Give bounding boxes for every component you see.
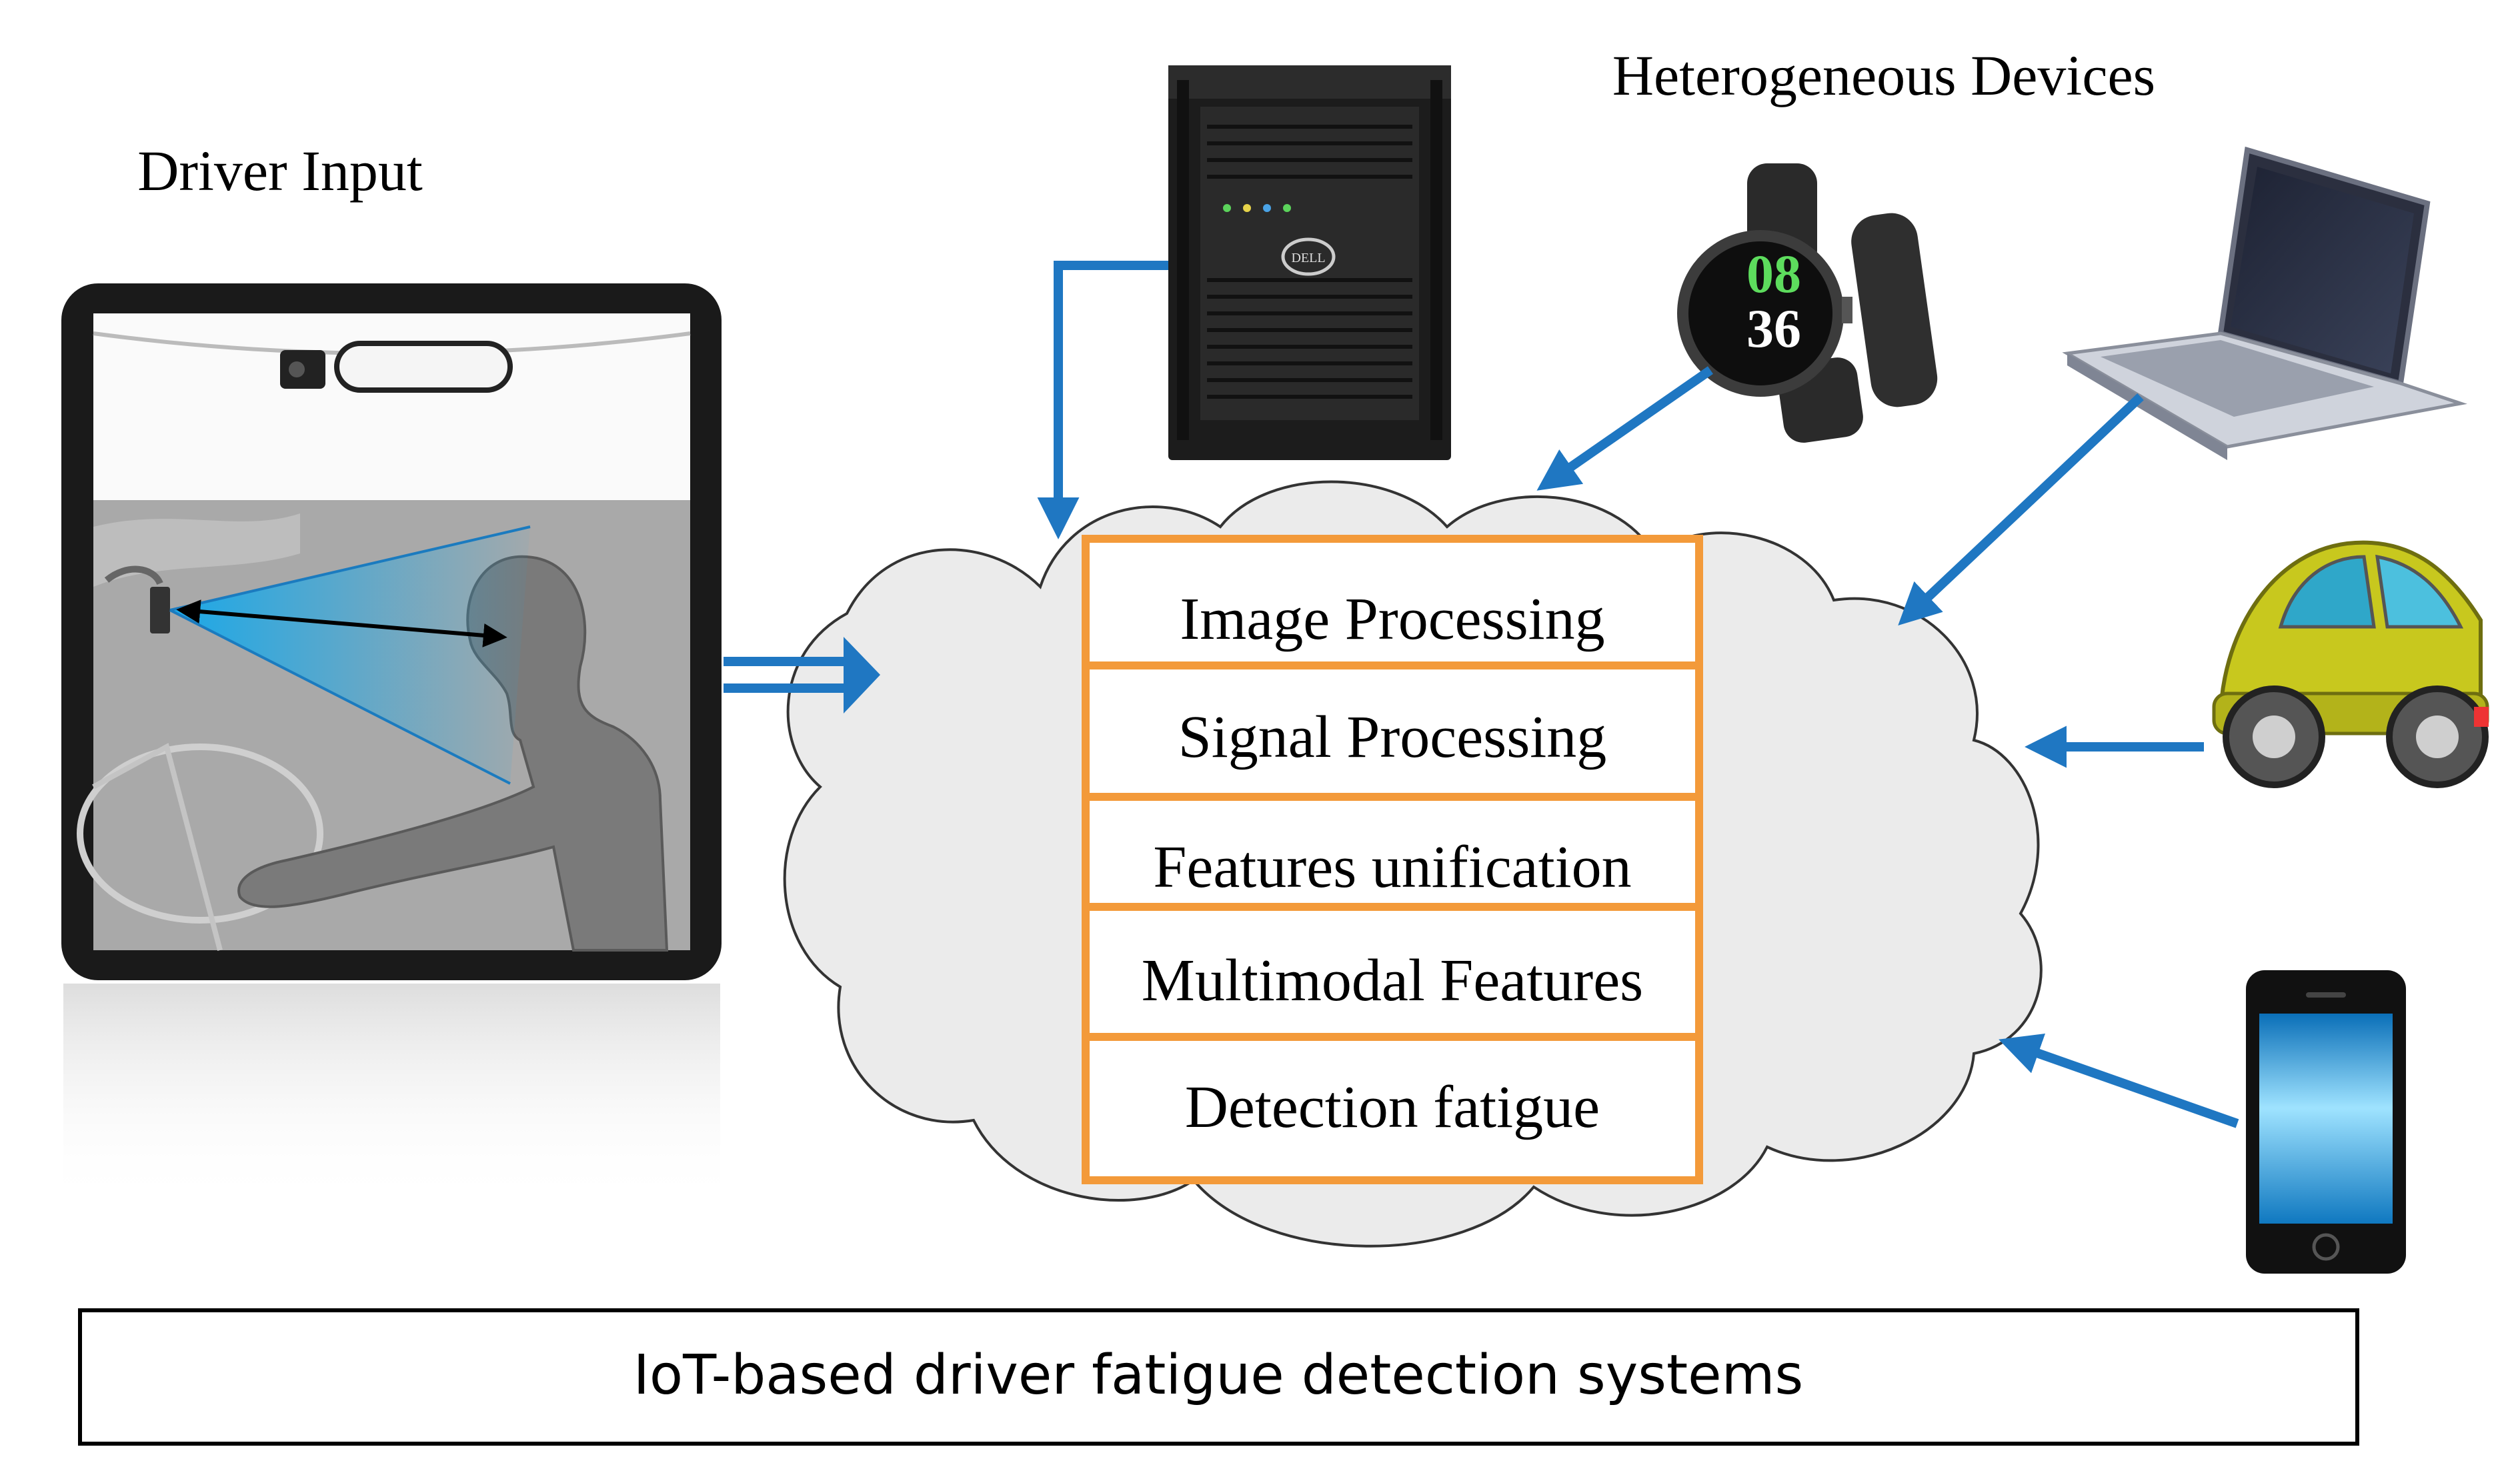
watch-minutes: 36 [1746, 298, 1801, 359]
smartwatch-icon: 08 36 [1677, 163, 1938, 443]
laptop-icon [2062, 146, 2467, 460]
stack-item-image-processing: Image Processing [1180, 586, 1604, 652]
stack-item-detection-fatigue: Detection fatigue [1185, 1074, 1600, 1140]
watch-hours: 08 [1746, 243, 1801, 304]
stack-item-features-unification: Features unification [1153, 834, 1631, 900]
gaze-arrow [176, 599, 507, 647]
caption-box: IoT-based driver fatigue detection syste… [78, 1308, 2359, 1446]
driver-to-cloud-arrow [724, 637, 880, 713]
server-brand-label: DELL [1291, 251, 1325, 265]
driver-input-label: Driver Input [137, 139, 423, 203]
processing-stack-frame [1082, 535, 1703, 1184]
stack-item-signal-processing: Signal Processing [1178, 704, 1606, 770]
car-icon [2212, 540, 2489, 788]
rearview-mirror-icon [334, 341, 513, 393]
caption-text: IoT-based driver fatigue detection syste… [634, 1344, 1803, 1407]
laptop-to-cloud-arrow [1898, 393, 2144, 625]
stack-item-multimodal-features: Multimodal Features [1142, 948, 1643, 1014]
server-tower-icon: DELL [1168, 65, 1451, 460]
camera-beam [170, 527, 530, 784]
panel-reflection [63, 984, 720, 1204]
smartphone-icon [2246, 970, 2406, 1274]
in-cab-camera-icon [150, 587, 170, 633]
processing-stack: Image Processing Signal Processing Featu… [1082, 535, 1703, 1184]
watch-to-cloud-arrow [1536, 366, 1713, 491]
car-interior-camera-illustration [61, 283, 722, 1204]
heterogeneous-devices-label: Heterogeneous Devices [1612, 43, 2155, 107]
server-to-cloud-arrow [1037, 261, 1168, 539]
phone-to-cloud-arrow [1999, 1033, 2239, 1128]
